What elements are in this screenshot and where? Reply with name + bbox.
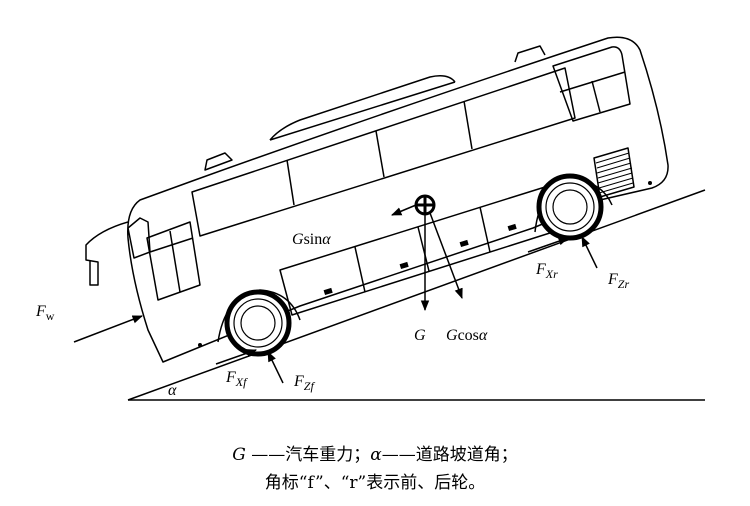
arrow-gsin <box>391 204 417 216</box>
label-fxf: FXf <box>225 369 248 389</box>
front-wheel <box>224 289 292 357</box>
front-door-split <box>169 230 181 293</box>
front-door-top <box>149 237 194 253</box>
window-divider-2 <box>375 130 385 178</box>
bus-body-outline <box>127 36 669 363</box>
label-fw: Fw <box>35 303 55 323</box>
window-band <box>191 67 576 237</box>
roof-unit-2 <box>269 75 456 141</box>
caption-gravity-text: ——汽车重力； <box>245 445 371 465</box>
caption-slope-text: ——道路坡道角； <box>381 445 518 465</box>
luggage-divider-2 <box>417 226 430 272</box>
window-divider-3 <box>463 100 473 150</box>
label-fxr: FXr <box>535 261 558 281</box>
caption-g: G <box>232 445 246 465</box>
caption-line-1: G ——汽车重力；α——道路坡道角； <box>0 440 750 465</box>
front-light <box>198 343 202 347</box>
caption-line-2: 角标“f”、“r”表示前、后轮。 <box>264 473 486 493</box>
arrow-fw <box>73 315 143 343</box>
roof-unit-3 <box>514 45 546 63</box>
front-door <box>146 221 201 301</box>
bus <box>85 36 669 363</box>
side-mirror <box>85 221 129 286</box>
luggage-divider-3 <box>479 206 491 253</box>
arrow-fzf <box>267 351 284 384</box>
arrow-fxf <box>215 349 257 365</box>
center-of-gravity-icon <box>414 194 436 216</box>
panel-latches <box>323 223 517 296</box>
rear-wheel <box>536 173 604 241</box>
label-gcos: Gcosα <box>446 327 488 344</box>
label-alpha: α <box>168 382 177 399</box>
slope-line <box>127 189 706 401</box>
luggage-divider-1 <box>354 246 366 293</box>
arrow-fzr <box>581 236 598 269</box>
rear-window <box>552 46 631 122</box>
rear-light <box>648 181 652 185</box>
label-g: G <box>414 327 426 344</box>
label-fzf: FZf <box>293 373 315 393</box>
arrow-gcos <box>429 212 463 299</box>
caption-alpha: α <box>370 445 382 465</box>
label-gsin: Gsinα <box>292 231 331 248</box>
rear-grille <box>593 147 635 198</box>
label-fzr: FZr <box>607 271 629 291</box>
arrow-fxr <box>527 237 569 253</box>
window-divider-1 <box>286 159 295 206</box>
roof-unit-2-base <box>269 81 456 141</box>
rear-window-v <box>591 80 601 113</box>
roof-unit-1 <box>204 152 233 171</box>
grille-slats <box>595 152 634 194</box>
